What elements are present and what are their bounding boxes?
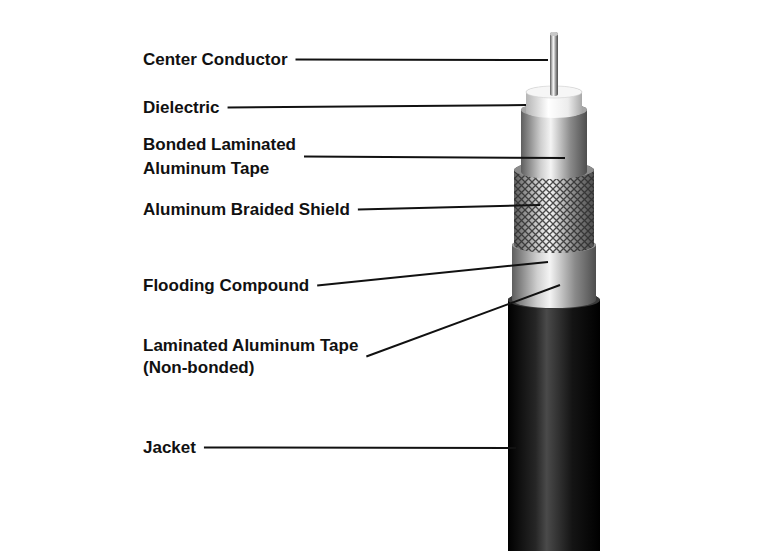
part-label: Bonded Laminated Aluminum Tape [143,133,318,181]
part-label: Aluminum Braided Shield [143,199,350,221]
part-label: Dielectric [143,97,220,119]
part-label: Flooding Compound [143,275,309,297]
leader-line [204,447,516,450]
leader-line [358,205,540,210]
part-label-text: Bonded Laminated Aluminum Tape [143,135,296,178]
jacket-layer [508,291,600,551]
part-label: Center Conductor [143,49,288,71]
part-label-text: Flooding Compound [143,276,309,295]
leader-line [228,105,526,108]
leader-line [304,157,565,159]
conductor-wire [550,32,558,96]
part-label: Jacket [143,437,196,459]
part-label-text: Jacket [143,438,196,457]
leader-line [296,59,549,62]
leader-line [366,285,560,357]
conductor-end [550,32,558,36]
part-label-text: Dielectric [143,98,220,117]
part-label: Laminated Aluminum Tape (Non-bonded) [143,335,393,379]
part-label-text: Center Conductor [143,50,288,69]
part-label-text: Aluminum Braided Shield [143,200,350,219]
part-label-text: Laminated Aluminum Tape (Non-bonded) [143,336,358,377]
leader-line [317,262,548,286]
